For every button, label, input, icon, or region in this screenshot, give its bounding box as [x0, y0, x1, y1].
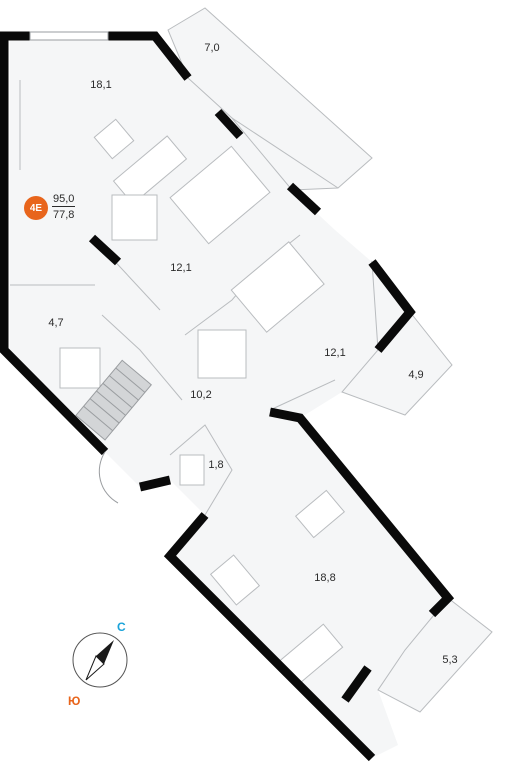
room-area-label: 5,3	[442, 654, 458, 666]
room-area-label: 4,9	[408, 369, 424, 381]
balcony-bottom	[377, 597, 493, 713]
compass	[72, 632, 128, 688]
total-area: 95,0	[52, 193, 76, 207]
living-area: 77,8	[53, 209, 75, 221]
compass-south-label: Ю	[68, 694, 81, 708]
room-area-label: 18,1	[90, 79, 112, 91]
compass-north-label: С	[117, 620, 126, 634]
compass-needle-north	[96, 640, 114, 664]
room-area-label: 12,1	[324, 347, 346, 359]
room-area-label: 10,2	[190, 389, 212, 401]
exterior-walls	[0, 31, 455, 762]
bathtub	[75, 359, 152, 441]
room-area-label: 1,8	[208, 459, 224, 471]
room-area-label: 12,1	[170, 262, 192, 274]
room-area-label: 4,7	[48, 317, 64, 329]
balcony-top	[167, 7, 373, 191]
compass-ring	[72, 632, 128, 688]
compass-needle-south	[85, 655, 105, 681]
unit-badge: 4E	[24, 196, 48, 220]
furniture	[59, 118, 346, 687]
window-top	[29, 31, 109, 41]
room-area-label: 18,8	[314, 572, 336, 584]
room-area-label: 7,0	[204, 42, 220, 54]
entrance-door	[98, 451, 119, 504]
